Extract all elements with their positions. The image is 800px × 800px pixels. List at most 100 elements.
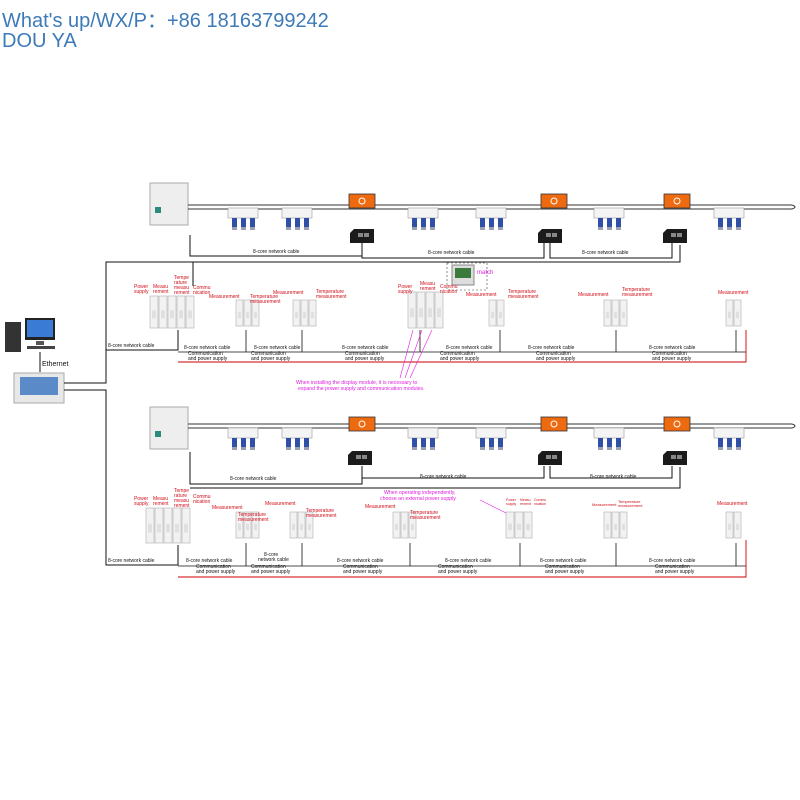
label: and power supply — [345, 356, 385, 362]
din-module — [289, 511, 298, 539]
din-module — [292, 299, 301, 327]
din-module — [725, 511, 734, 539]
orange-module — [348, 193, 376, 209]
wire — [64, 389, 140, 566]
power-bus — [178, 540, 747, 578]
sensor-block — [713, 427, 745, 450]
sensor-block — [475, 427, 507, 450]
din-module — [603, 299, 612, 327]
label: Communication — [251, 351, 286, 357]
contact-info: What's up/WX/P：+86 18163799242 — [2, 10, 329, 32]
din-module — [514, 511, 524, 539]
cable-label: 8-core network cable — [590, 474, 637, 480]
network-switch-icon — [538, 451, 562, 465]
din-module — [611, 299, 620, 327]
din-module — [505, 511, 515, 539]
label: Measurement — [212, 505, 243, 511]
network-switch-icon — [663, 451, 687, 465]
label: Communication — [545, 564, 580, 570]
label: and power supply — [438, 569, 478, 575]
orange-module — [540, 193, 568, 209]
cable-label: 8-core network cable — [582, 250, 629, 256]
label: Power — [134, 496, 149, 502]
label: rement — [520, 502, 531, 506]
note-arrow — [479, 499, 507, 514]
din-module — [523, 511, 533, 539]
label: Measurement — [365, 504, 396, 510]
label: and power supply — [655, 569, 695, 575]
label: measurement — [410, 515, 441, 521]
din-module — [308, 299, 317, 327]
cable-label: 8-core network cable — [108, 558, 155, 564]
label: nication — [534, 502, 546, 506]
label: 8-core network cable — [254, 345, 301, 351]
wire — [549, 466, 673, 479]
din-module — [416, 291, 426, 329]
din-module — [243, 299, 252, 327]
note-display: When installing the display module, it i… — [296, 380, 418, 386]
label: and power supply — [188, 356, 228, 362]
sensor-block — [281, 427, 313, 450]
busbar-end — [791, 204, 796, 210]
network-switch-icon — [350, 229, 374, 243]
orange-module — [540, 416, 568, 432]
label: 8-core — [264, 552, 278, 558]
din-module — [434, 291, 444, 329]
label: 8-core network cable — [184, 345, 231, 351]
label: measu — [174, 285, 189, 291]
din-module — [158, 295, 168, 329]
label: rature — [174, 280, 187, 286]
wire — [92, 261, 194, 384]
din-module — [496, 299, 505, 327]
label: Temperature — [316, 289, 344, 295]
note-independent: When operating independently, — [384, 490, 455, 496]
din-module — [149, 295, 159, 329]
label: Temperature — [250, 294, 278, 300]
cable-label: 8-core network cable — [230, 476, 277, 482]
din-module — [297, 511, 306, 539]
label: supply — [134, 289, 149, 295]
label: Commu — [193, 494, 211, 500]
din-module — [305, 511, 314, 539]
label: rement — [174, 503, 190, 509]
label: Temperature — [508, 289, 536, 295]
label: Measurement — [578, 292, 609, 298]
label: Measurement — [592, 502, 617, 507]
wire — [106, 330, 179, 351]
din-module — [167, 295, 177, 329]
din-module — [181, 507, 191, 544]
label: and power supply — [251, 356, 291, 362]
label: and power supply — [343, 569, 383, 575]
sensor-block — [227, 427, 259, 450]
label: Temperature — [410, 510, 438, 516]
label: Commu — [534, 498, 546, 502]
din-module — [733, 511, 742, 539]
sensor-block — [281, 207, 313, 230]
note-arrow — [404, 329, 423, 379]
label: Communication — [438, 564, 473, 570]
ethernet-label: Ethernet — [42, 361, 69, 368]
din-module — [163, 507, 173, 544]
din-module — [611, 511, 620, 539]
label: Communication — [188, 351, 223, 357]
label: Measurement — [265, 501, 296, 507]
din-module — [488, 299, 497, 327]
label: measurement — [238, 517, 269, 523]
label: 8-core network cable — [649, 558, 696, 564]
din-module — [400, 511, 409, 539]
computer-icon — [5, 318, 55, 352]
network-switch-icon — [348, 451, 372, 465]
sensor-block — [593, 427, 625, 450]
label: and power supply — [251, 569, 291, 575]
din-module — [176, 295, 186, 329]
din-module — [235, 299, 244, 327]
display-module-icon — [451, 264, 475, 286]
label: Commu — [193, 285, 211, 291]
label: Communication — [345, 351, 380, 357]
din-module — [300, 299, 309, 327]
label: 8-core network cable — [186, 558, 233, 564]
note-arrow — [409, 329, 433, 379]
dashed-frame — [446, 262, 488, 291]
label: Power — [134, 284, 149, 290]
